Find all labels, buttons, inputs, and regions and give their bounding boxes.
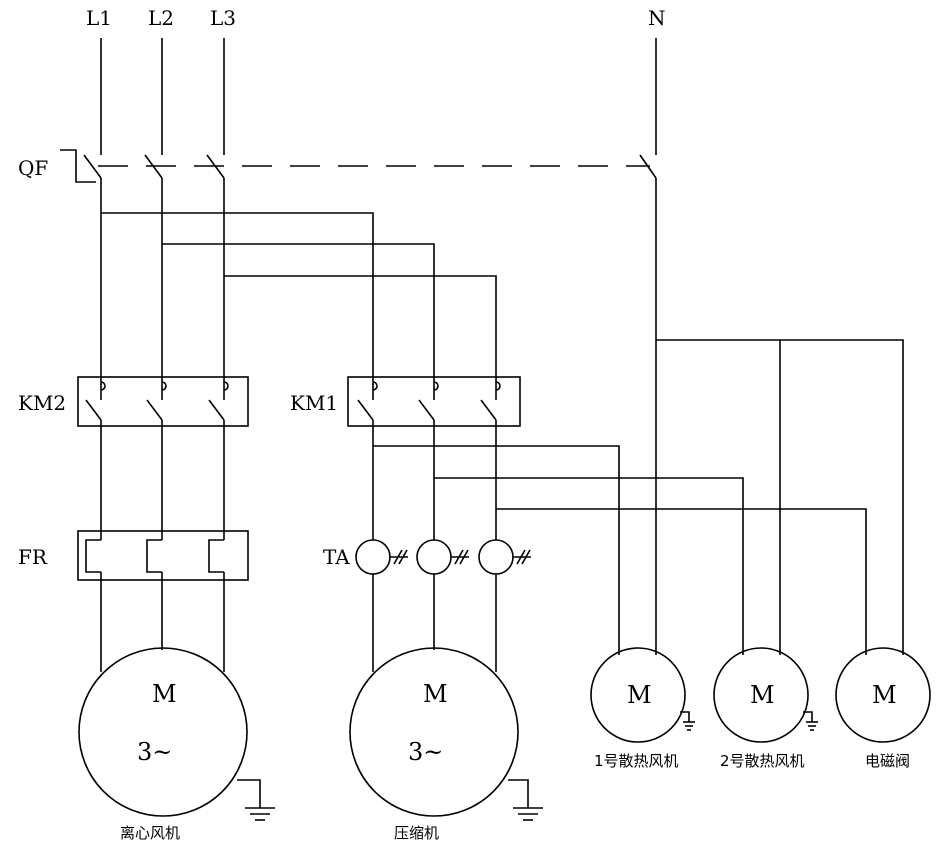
motor-symbol: M (423, 680, 448, 708)
label-km1: KM1 (290, 391, 338, 415)
label-km2: KM2 (18, 391, 66, 415)
main-wiring (100, 178, 904, 655)
solenoid-valve: M (835, 647, 931, 743)
fan-wiring (100, 420, 225, 672)
label-ta: TA (323, 545, 350, 569)
ground-icon (508, 779, 543, 821)
caption-solenoid-valve: 电磁阀 (865, 752, 910, 770)
motor-cooling-fan-1: M (590, 647, 695, 743)
motor-symbol: M (750, 681, 775, 709)
compressor-wiring (372, 420, 867, 672)
caption-compressor: 压缩机 (394, 824, 439, 842)
label-fr: FR (18, 545, 48, 569)
ground-icon (680, 711, 695, 731)
current-transformer-ta (355, 539, 531, 575)
motor-cooling-fan-2: M (713, 647, 818, 743)
label-l1: L1 (86, 6, 112, 30)
three-phase-symbol: 3~ (137, 738, 172, 766)
label-l3: L3 (210, 6, 236, 30)
label-qf: QF (18, 156, 48, 180)
motor-compressor: M 3~ (349, 647, 543, 821)
breaker-qf (60, 38, 657, 183)
overload-relay-fr (77, 530, 249, 581)
caption-cooling-fan-1: 1号散热风机 (594, 752, 679, 770)
three-phase-symbol: 3~ (408, 738, 443, 766)
caption-centrifugal-fan: 离心风机 (120, 824, 180, 842)
motor-symbol: M (627, 681, 652, 709)
caption-cooling-fan-2: 2号散热风机 (720, 752, 805, 770)
label-l2: L2 (148, 6, 174, 30)
ground-icon (803, 711, 818, 731)
contactor-km2 (77, 376, 249, 427)
motor-symbol: M (872, 681, 897, 709)
ground-icon (237, 779, 275, 821)
motor-centrifugal-fan: M 3~ (78, 647, 275, 821)
motor-symbol: M (152, 680, 177, 708)
label-n: N (648, 6, 666, 30)
